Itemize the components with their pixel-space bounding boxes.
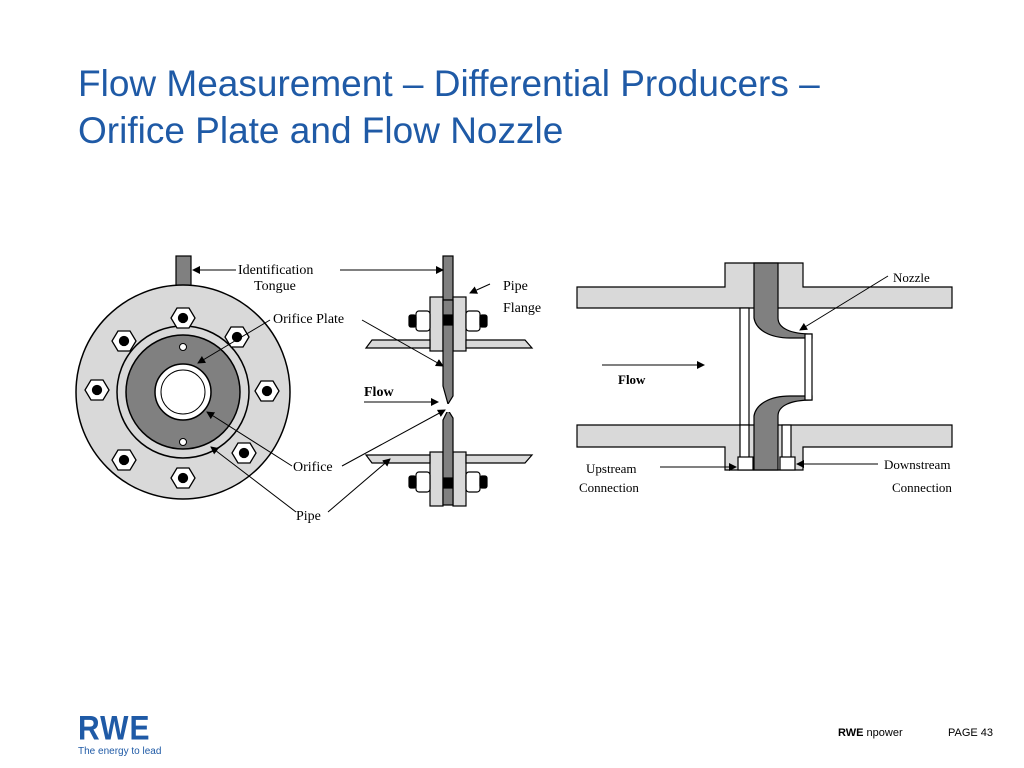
label-nozzle: Nozzle — [893, 270, 930, 285]
label-pipe: Pipe — [503, 279, 528, 294]
label-flow-orifice: Flow — [364, 385, 394, 400]
label-downstream: Downstream — [884, 457, 950, 472]
label-orifice-plate: Orifice Plate — [273, 312, 344, 327]
rwe-logo-text: RWE — [78, 709, 151, 748]
right-flange-top — [452, 296, 467, 352]
leader-pipe-front — [210, 446, 297, 513]
nozzle-leaders — [602, 275, 889, 471]
left-flange-bottom — [429, 451, 444, 507]
nut-bottom-right — [465, 471, 481, 493]
leader-pipe-flange — [469, 283, 491, 294]
downstream-tap-top — [781, 424, 792, 459]
leader-orifice-plate-side — [361, 319, 444, 367]
flange-bolts — [84, 307, 280, 489]
orifice-gap — [443, 404, 453, 412]
pipe-wall-top-left — [364, 339, 431, 349]
nozzle-throat — [804, 333, 813, 401]
brand-label: RWE npower — [838, 727, 903, 739]
pipe-wall-bottom-right — [465, 454, 534, 464]
label-upstream-connection: Connection — [579, 480, 639, 495]
orifice-plate-side-bottom — [442, 408, 454, 506]
orifice-side-view — [364, 255, 534, 507]
label-downstream-connection: Connection — [892, 480, 952, 495]
nut-top-left — [415, 310, 431, 332]
upstream-tap-top — [739, 307, 750, 426]
orifice-bore-inner — [160, 369, 206, 415]
title-line-2: Orifice Plate and Flow Nozzle — [78, 110, 564, 151]
flow-nozzle-view — [576, 262, 953, 471]
nut-bottom-left — [415, 471, 431, 493]
leader-orifice-plate-front — [197, 319, 271, 364]
label-orifice: Orifice — [293, 460, 333, 475]
bolt-hole — [177, 472, 189, 484]
bolt-hole — [118, 335, 130, 347]
label-flange: Flange — [503, 301, 541, 316]
leader-orifice-front — [206, 411, 293, 467]
orifice-labels: Identification Tongue Orifice Plate Pipe… — [238, 263, 541, 524]
bolt-end-bottom-right — [479, 475, 488, 489]
plate-pin-bottom — [179, 438, 187, 446]
bolt-hole — [118, 454, 130, 466]
gasket-top — [443, 314, 453, 326]
rwe-logo: RWE The energy to lead — [78, 709, 198, 762]
slide-title: Flow Measurement – Differential Producer… — [78, 60, 978, 154]
side-identification-tongue — [442, 255, 454, 301]
orifice-leaders — [192, 266, 491, 513]
label-flow-nozzle: Flow — [618, 372, 646, 387]
brand-rest: npower — [866, 727, 903, 739]
upstream-tap-bottom — [739, 424, 750, 459]
label-tongue: Tongue — [254, 279, 296, 294]
right-flange-bottom — [452, 451, 467, 507]
bolt-hole — [91, 384, 103, 396]
label-identification: Identification — [238, 263, 313, 278]
nut-top-right — [465, 310, 481, 332]
bolt-end-top-left — [408, 314, 417, 328]
orifice-plate-side-top — [442, 299, 454, 406]
pipe-wall-bottom-left — [364, 454, 431, 464]
bolt-end-top-right — [479, 314, 488, 328]
leader-pipe-side — [327, 458, 391, 513]
bolt-hole — [238, 447, 250, 459]
gasket-bottom — [443, 477, 453, 489]
downstream-connection-box — [779, 456, 796, 471]
bolt-hole — [177, 312, 189, 324]
plate-pin-top — [179, 343, 187, 351]
left-flange-top — [429, 296, 444, 352]
leader-nozzle — [799, 275, 889, 331]
orifice-front-view — [75, 255, 291, 500]
nozzle-labels: Nozzle Flow Upstream Connection Downstre… — [579, 270, 952, 495]
label-pipe-bottom: Pipe — [296, 509, 321, 524]
brand-bold: RWE — [838, 727, 864, 739]
label-upstream: Upstream — [586, 461, 637, 476]
page-number: PAGE 43 — [948, 727, 994, 739]
leader-orifice-side — [341, 409, 446, 467]
pipe-wall-top-right — [465, 339, 534, 349]
rwe-tagline: The energy to lead — [78, 746, 162, 757]
bolt-end-bottom-left — [408, 475, 417, 489]
bolt-hole — [261, 385, 273, 397]
upstream-connection-box — [737, 456, 754, 471]
title-line-1: Flow Measurement – Differential Producer… — [78, 63, 820, 104]
